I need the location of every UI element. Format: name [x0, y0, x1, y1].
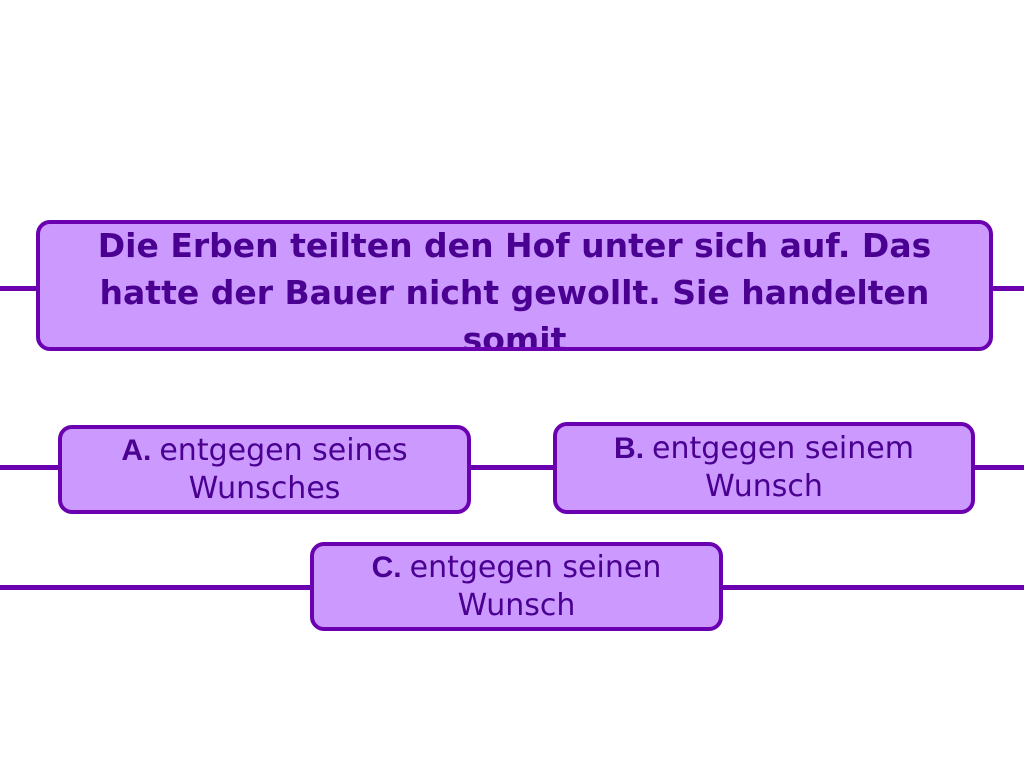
- answer-a-text: entgegen seines: [159, 432, 408, 468]
- connector-line-row1-middle: [468, 465, 556, 470]
- answer-option-a[interactable]: A.entgegen seines Wunsches: [58, 425, 471, 514]
- question-box: Die Erben teilten den Hof unter sich auf…: [36, 220, 993, 351]
- answer-b-line1: B.entgegen seinem: [614, 430, 914, 468]
- answer-b-text: entgegen seinem: [652, 431, 914, 466]
- answer-c-text: entgegen seinen: [409, 549, 662, 585]
- question-text: Die Erben teilten den Hof unter sich auf…: [97, 226, 932, 351]
- answer-c-line2: Wunsch: [457, 587, 576, 623]
- answer-b-letter: B.: [614, 432, 645, 465]
- answer-c-letter: C.: [371, 550, 402, 584]
- answer-c-line1: C.entgegen seinen: [372, 549, 662, 587]
- answer-b-line2: Wunsch: [705, 469, 823, 504]
- connector-line-row1-right: [972, 465, 1024, 470]
- connector-line-row2-left: [0, 585, 314, 590]
- answer-option-b[interactable]: B.entgegen seinem Wunsch: [553, 422, 975, 514]
- answer-option-c[interactable]: C.entgegen seinen Wunsch: [310, 542, 723, 631]
- answer-a-line2: Wunsches: [188, 470, 341, 506]
- answer-a-line1: A.entgegen seines: [121, 432, 407, 470]
- connector-line-question-right: [990, 286, 1024, 291]
- connector-line-question-left: [0, 286, 40, 291]
- answer-a-letter: A.: [121, 433, 152, 467]
- connector-line-row1-left: [0, 465, 62, 470]
- connector-line-row2-right: [720, 585, 1024, 590]
